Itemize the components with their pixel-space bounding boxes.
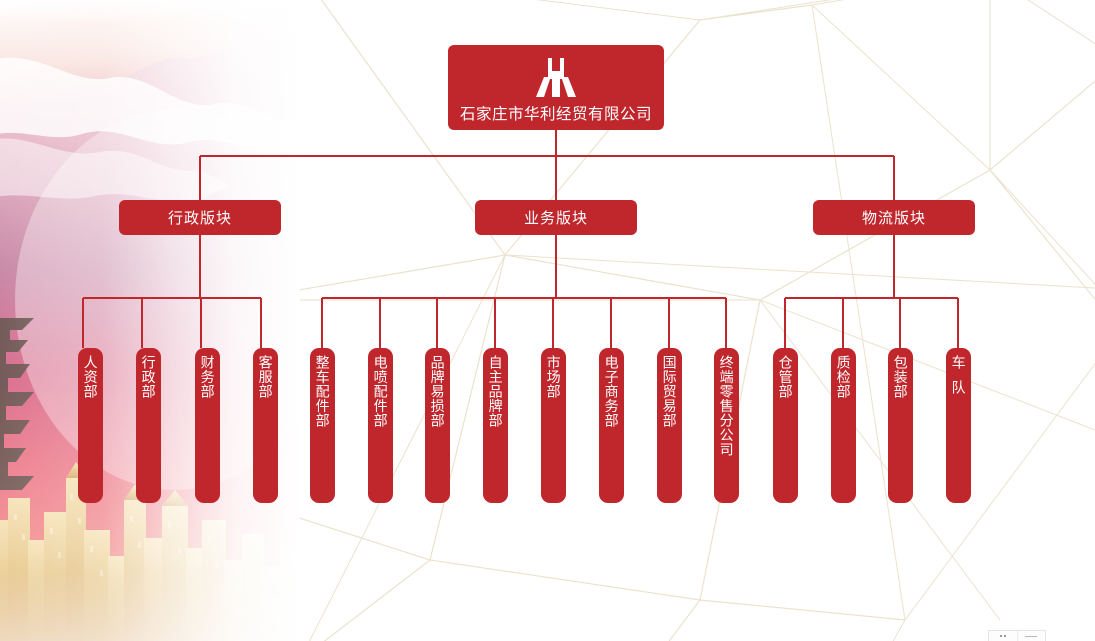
leaf-label: 车队 xyxy=(950,355,967,405)
leaf-label: 仓管部 xyxy=(777,355,794,399)
root-node-company[interactable]: 石家庄市华利经贸有限公司 xyxy=(448,45,664,130)
leaf-label: 电子商务部 xyxy=(603,355,620,428)
arch-logo-icon xyxy=(536,58,576,97)
leaf-node-vehicle-parts[interactable]: 整车配件部 xyxy=(310,348,335,503)
leaf-node-packaging[interactable]: 包装部 xyxy=(888,348,913,503)
leaf-label: 品牌易损部 xyxy=(429,355,446,428)
leaf-node-retail-branch[interactable]: 终端零售分公司 xyxy=(714,348,739,503)
leaf-label: 人资部 xyxy=(82,355,99,399)
section-label-logistics: 物流版块 xyxy=(861,210,926,227)
bar-icon xyxy=(1025,635,1038,637)
leaf-node-brand-wear-parts[interactable]: 品牌易损部 xyxy=(425,348,450,503)
leaf-label: 国际贸易部 xyxy=(661,355,678,428)
leaf-node-warehouse[interactable]: 仓管部 xyxy=(773,348,798,503)
leaf-node-quality-inspection[interactable]: 质检部 xyxy=(831,348,856,503)
section-label-business: 业务版块 xyxy=(523,210,588,227)
leaf-node-ecommerce[interactable]: 电子商务部 xyxy=(599,348,624,503)
leaf-label: 财务部 xyxy=(199,355,216,399)
leaf-label: 质检部 xyxy=(835,355,852,399)
leaf-label: 行政部 xyxy=(140,355,157,399)
leaf-label: 包装部 xyxy=(892,355,909,399)
leaf-node-international-trade[interactable]: 国际贸易部 xyxy=(657,348,682,503)
leaf-label: 整车配件部 xyxy=(314,355,331,428)
leaf-label: 自主品牌部 xyxy=(487,355,504,428)
section-label-admin: 行政版块 xyxy=(167,210,232,227)
leaf-node-own-brand[interactable]: 自主品牌部 xyxy=(483,348,508,503)
leaf-node-marketing[interactable]: 市场部 xyxy=(541,348,566,503)
leaf-node-efi-parts[interactable]: 电喷配件部 xyxy=(368,348,393,503)
section-node-logistics[interactable]: 物流版块 xyxy=(813,200,975,235)
corner-widget-dots xyxy=(989,631,1018,641)
leaf-label: 客服部 xyxy=(257,355,274,399)
leaf-node-customer-service[interactable]: 客服部 xyxy=(253,348,278,503)
leaf-label: 电喷配件部 xyxy=(372,355,389,428)
section-node-business[interactable]: 业务版块 xyxy=(475,200,637,235)
leaf-node-administration[interactable]: 行政部 xyxy=(136,348,161,503)
corner-widget-bar xyxy=(1018,631,1046,641)
leaf-label: 市场部 xyxy=(545,355,562,399)
leaf-node-finance[interactable]: 财务部 xyxy=(195,348,220,503)
dot-icon xyxy=(999,635,1002,637)
dot-icon xyxy=(1003,635,1006,637)
background-cityscape-photo xyxy=(0,0,300,641)
section-node-admin[interactable]: 行政版块 xyxy=(119,200,281,235)
corner-status-widget[interactable] xyxy=(988,630,1046,641)
leaf-node-fleet[interactable]: 车队 xyxy=(946,348,971,503)
leaf-label: 终端零售分公司 xyxy=(718,355,735,457)
leaf-node-hr[interactable]: 人资部 xyxy=(78,348,103,503)
root-node-label: 石家庄市华利经贸有限公司 xyxy=(459,106,652,123)
